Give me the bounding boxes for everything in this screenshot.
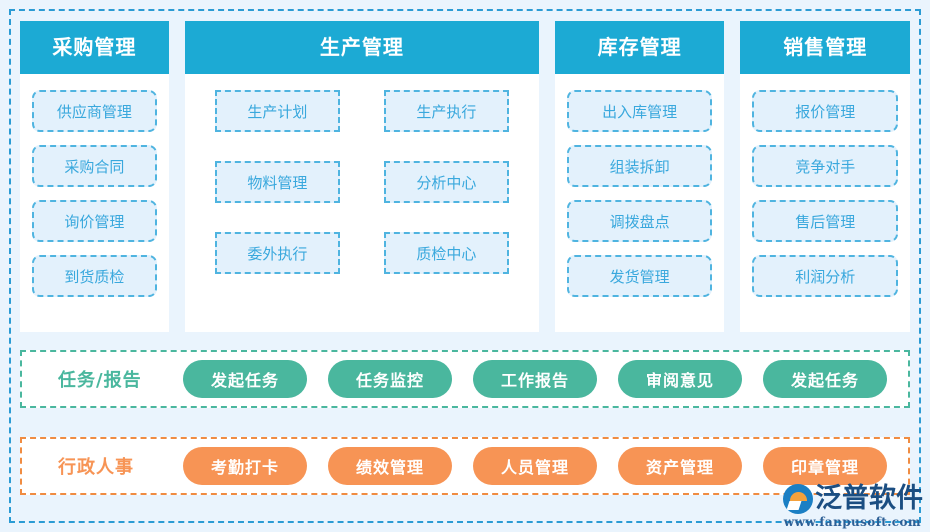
module-item-list-purchase: 供应商管理 采购合同 询价管理 到货质检 bbox=[32, 90, 157, 297]
admin-hr-label: 行政人事 bbox=[58, 457, 134, 478]
module-item-grid-production: 生产计划 生产执行 物料管理 分析中心 委外执行 质检中心 bbox=[197, 90, 527, 274]
module-item-list-inventory: 出入库管理 组装拆卸 调拨盘点 发货管理 bbox=[566, 90, 713, 297]
module-header-production: 生产管理 bbox=[184, 21, 539, 74]
module-item[interactable]: 采购合同 bbox=[32, 145, 157, 187]
watermark-url: www.fanpusoft.com bbox=[783, 515, 921, 529]
task-button[interactable]: 任务监控 bbox=[328, 360, 452, 398]
module-item[interactable]: 供应商管理 bbox=[32, 90, 157, 132]
module-item-list-sales: 报价管理 竞争对手 售后管理 利润分析 bbox=[752, 90, 898, 297]
module-header-inventory: 库存管理 bbox=[554, 21, 725, 74]
admin-button[interactable]: 资产管理 bbox=[618, 447, 742, 485]
module-item[interactable]: 发货管理 bbox=[566, 255, 713, 297]
module-item[interactable]: 生产计划 bbox=[214, 90, 340, 132]
task-button[interactable]: 发起任务 bbox=[763, 360, 887, 398]
module-body-purchase: 供应商管理 采购合同 询价管理 到货质检 bbox=[20, 74, 169, 332]
admin-button[interactable]: 考勤打卡 bbox=[183, 447, 307, 485]
module-item[interactable]: 竞争对手 bbox=[752, 145, 898, 187]
module-card-sales: 销售管理 报价管理 竞争对手 售后管理 利润分析 bbox=[740, 21, 910, 332]
task-button[interactable]: 工作报告 bbox=[473, 360, 597, 398]
module-item[interactable]: 到货质检 bbox=[32, 255, 157, 297]
task-button[interactable]: 发起任务 bbox=[183, 360, 307, 398]
module-header-sales: 销售管理 bbox=[740, 21, 910, 74]
admin-button[interactable]: 绩效管理 bbox=[328, 447, 452, 485]
module-columns: 采购管理 供应商管理 采购合同 询价管理 到货质检 生产管理 生产计划 生产执行… bbox=[20, 21, 910, 332]
task-button[interactable]: 审阅意见 bbox=[618, 360, 742, 398]
module-item[interactable]: 出入库管理 bbox=[566, 90, 713, 132]
task-report-label: 任务/报告 bbox=[58, 370, 142, 391]
admin-hr-strip: 行政人事 考勤打卡 绩效管理 人员管理 资产管理 印章管理 bbox=[20, 437, 910, 495]
task-report-strip: 任务/报告 发起任务 任务监控 工作报告 审阅意见 发起任务 bbox=[20, 350, 910, 408]
module-item[interactable]: 物料管理 bbox=[214, 161, 340, 203]
module-item[interactable]: 利润分析 bbox=[752, 255, 898, 297]
module-item[interactable]: 生产执行 bbox=[383, 90, 509, 132]
module-item[interactable]: 委外执行 bbox=[214, 232, 340, 274]
module-card-production: 生产管理 生产计划 生产执行 物料管理 分析中心 委外执行 质检中心 bbox=[184, 21, 539, 332]
module-item[interactable]: 分析中心 bbox=[383, 161, 509, 203]
module-header-purchase: 采购管理 bbox=[20, 21, 169, 74]
module-item[interactable]: 组装拆卸 bbox=[566, 145, 713, 187]
admin-button[interactable]: 人员管理 bbox=[473, 447, 597, 485]
module-item[interactable]: 询价管理 bbox=[32, 200, 157, 242]
module-body-sales: 报价管理 竞争对手 售后管理 利润分析 bbox=[740, 74, 910, 332]
module-card-purchase: 采购管理 供应商管理 采购合同 询价管理 到货质检 bbox=[20, 21, 169, 332]
module-body-inventory: 出入库管理 组装拆卸 调拨盘点 发货管理 bbox=[555, 74, 725, 332]
module-item[interactable]: 售后管理 bbox=[752, 200, 898, 242]
module-body-production: 生产计划 生产执行 物料管理 分析中心 委外执行 质检中心 bbox=[185, 74, 539, 332]
admin-button[interactable]: 印章管理 bbox=[763, 447, 887, 485]
module-card-inventory: 库存管理 出入库管理 组装拆卸 调拨盘点 发货管理 bbox=[554, 21, 725, 332]
module-item[interactable]: 报价管理 bbox=[752, 90, 898, 132]
module-item[interactable]: 质检中心 bbox=[383, 232, 509, 274]
module-item[interactable]: 调拨盘点 bbox=[566, 200, 713, 242]
